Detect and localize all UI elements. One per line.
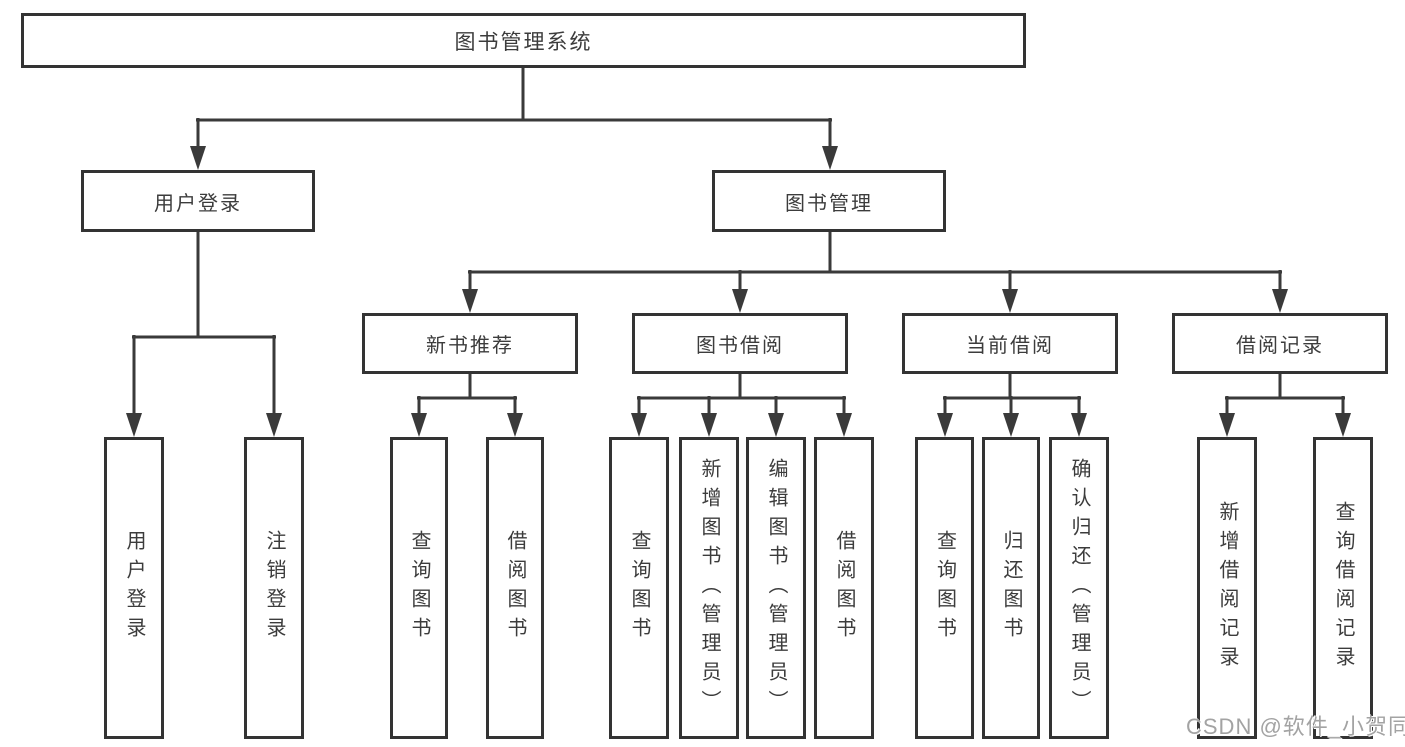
- leaf-current-return-books-label: 归还图书: [1000, 530, 1022, 646]
- node-root: 图书管理系统: [21, 13, 1026, 68]
- leaf-borrow-edit-books-admin: 编辑图书（管理员）: [746, 437, 806, 739]
- leaf-current-return-books: 归还图书: [982, 437, 1040, 739]
- leaf-recommend-query-books-label: 查询图书: [408, 530, 430, 646]
- node-current-borrow: 当前借阅: [902, 313, 1118, 374]
- leaf-current-confirm-return-admin-label: 确认归还（管理员）: [1068, 457, 1090, 719]
- leaf-records-query-record: 查询借阅记录: [1313, 437, 1373, 739]
- leaf-borrow-query-books-label: 查询图书: [628, 530, 650, 646]
- node-new-book-recommend-label: 新书推荐: [426, 335, 514, 357]
- leaf-borrow-borrow-books: 借阅图书: [814, 437, 874, 739]
- leaf-current-confirm-return-admin: 确认归还（管理员）: [1049, 437, 1109, 739]
- node-current-borrow-label: 当前借阅: [966, 335, 1054, 357]
- leaf-recommend-query-books: 查询图书: [390, 437, 448, 739]
- leaf-logout: 注销登录: [244, 437, 304, 739]
- node-borrow-records: 借阅记录: [1172, 313, 1388, 374]
- node-root-label: 图书管理系统: [454, 30, 593, 54]
- leaf-borrow-edit-books-admin-label: 编辑图书（管理员）: [765, 457, 787, 719]
- node-user-login: 用户登录: [81, 170, 315, 232]
- leaf-current-query-books: 查询图书: [915, 437, 974, 739]
- leaf-recommend-borrow-books: 借阅图书: [486, 437, 544, 739]
- node-book-management: 图书管理: [712, 170, 946, 232]
- leaf-recommend-borrow-books-label: 借阅图书: [504, 530, 526, 646]
- csdn-watermark: CSDN @软件_小贺同学: [1186, 714, 1405, 739]
- leaf-current-query-books-label: 查询图书: [933, 530, 956, 646]
- node-user-login-label: 用户登录: [154, 192, 242, 215]
- node-book-borrow-label: 图书借阅: [696, 335, 784, 357]
- node-new-book-recommend: 新书推荐: [362, 313, 578, 374]
- leaf-logout-label: 注销登录: [263, 530, 285, 646]
- leaf-user-login: 用户登录: [104, 437, 164, 739]
- leaf-records-add-record: 新增借阅记录: [1197, 437, 1257, 739]
- node-book-borrow: 图书借阅: [632, 313, 848, 374]
- leaf-records-query-record-label: 查询借阅记录: [1332, 501, 1354, 675]
- node-book-management-label: 图书管理: [785, 192, 873, 215]
- node-borrow-records-label: 借阅记录: [1236, 335, 1324, 357]
- leaf-borrow-query-books: 查询图书: [609, 437, 669, 739]
- leaf-records-add-record-label: 新增借阅记录: [1216, 501, 1238, 675]
- leaf-user-login-label: 用户登录: [123, 530, 145, 646]
- leaf-borrow-add-books-admin: 新增图书（管理员）: [679, 437, 739, 739]
- leaf-borrow-borrow-books-label: 借阅图书: [833, 530, 855, 646]
- leaf-borrow-add-books-admin-label: 新增图书（管理员）: [698, 457, 720, 719]
